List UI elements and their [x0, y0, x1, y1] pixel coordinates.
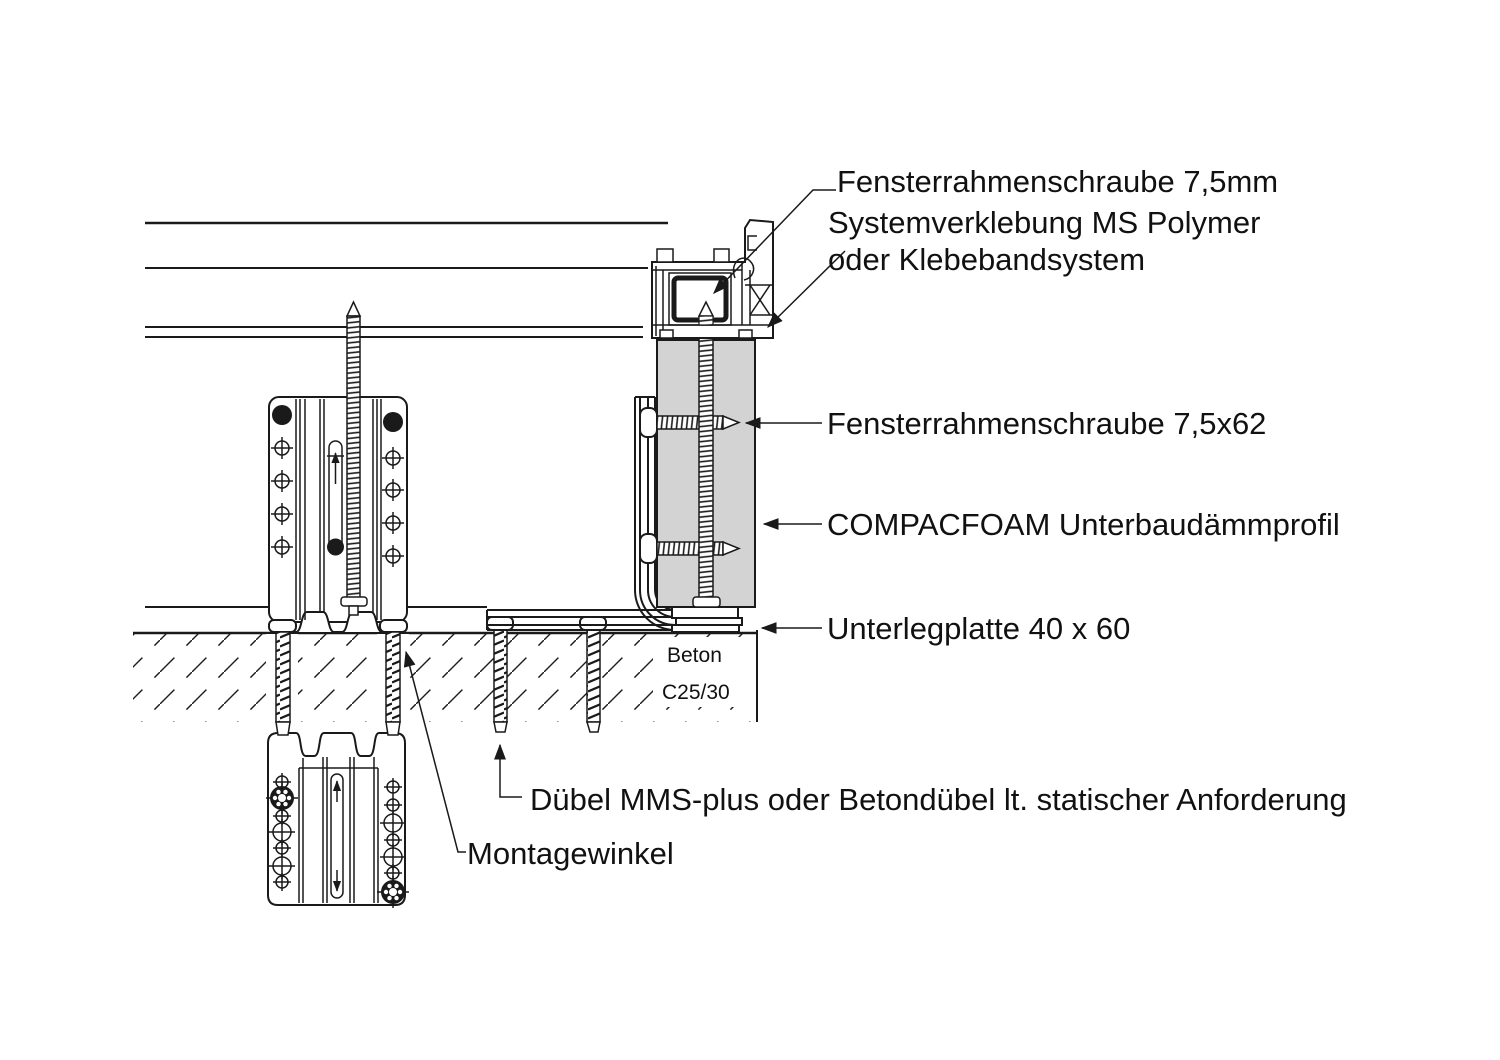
mounting-bracket-top-view	[266, 732, 409, 908]
levelling-screw	[340, 300, 368, 616]
concrete-label-line2: C25/30	[662, 681, 730, 704]
label-adhesive-line1: Systemverklebung MS Polymer	[828, 205, 1260, 240]
leader-bracket	[403, 650, 466, 853]
sill-reference-lines	[145, 221, 668, 608]
label-adhesive-line2: oder Klebebandsystem	[828, 242, 1145, 277]
concrete-label-line1: Beton	[667, 644, 722, 667]
leader-anchor	[494, 743, 522, 798]
shim-plate-stack	[671, 606, 743, 633]
mounting-bracket-side-view	[268, 396, 408, 633]
label-bracket: Montagewinkel	[467, 836, 674, 871]
bracket-plan-holes-right	[377, 778, 409, 908]
window-frame-profile	[651, 218, 774, 339]
screw-head-symbol	[266, 782, 298, 814]
leader-adhesive	[767, 250, 846, 328]
screw-head-symbol	[377, 876, 409, 908]
label-window-screw-top: Fensterrahmenschraube 7,5mm	[837, 164, 1278, 199]
label-shim-plate: Unterlegplatte 40 x 60	[827, 611, 1130, 646]
concrete-slab: Beton C25/30	[133, 630, 758, 722]
label-window-screw-side: Fensterrahmenschraube 7,5x62	[827, 406, 1266, 441]
bracket-side-holes-left	[271, 437, 293, 558]
annotation-labels: Fensterrahmenschraube 7,5mm Systemverkle…	[467, 164, 1347, 871]
concrete-screws	[266, 616, 607, 736]
label-anchor: Dübel MMS-plus oder Betondübel lt. stati…	[530, 782, 1347, 817]
bracket-plan-holes-left	[266, 773, 298, 891]
bracket-side-holes-right	[382, 447, 404, 567]
concrete-screw	[268, 619, 297, 736]
slot-pin-dot	[327, 538, 344, 556]
label-foam-profile: COMPACFOAM Unterbaudämmprofil	[827, 507, 1340, 542]
concrete-screw	[379, 619, 408, 736]
leader-lines	[403, 189, 846, 853]
leader-window-screw-top	[713, 189, 836, 294]
